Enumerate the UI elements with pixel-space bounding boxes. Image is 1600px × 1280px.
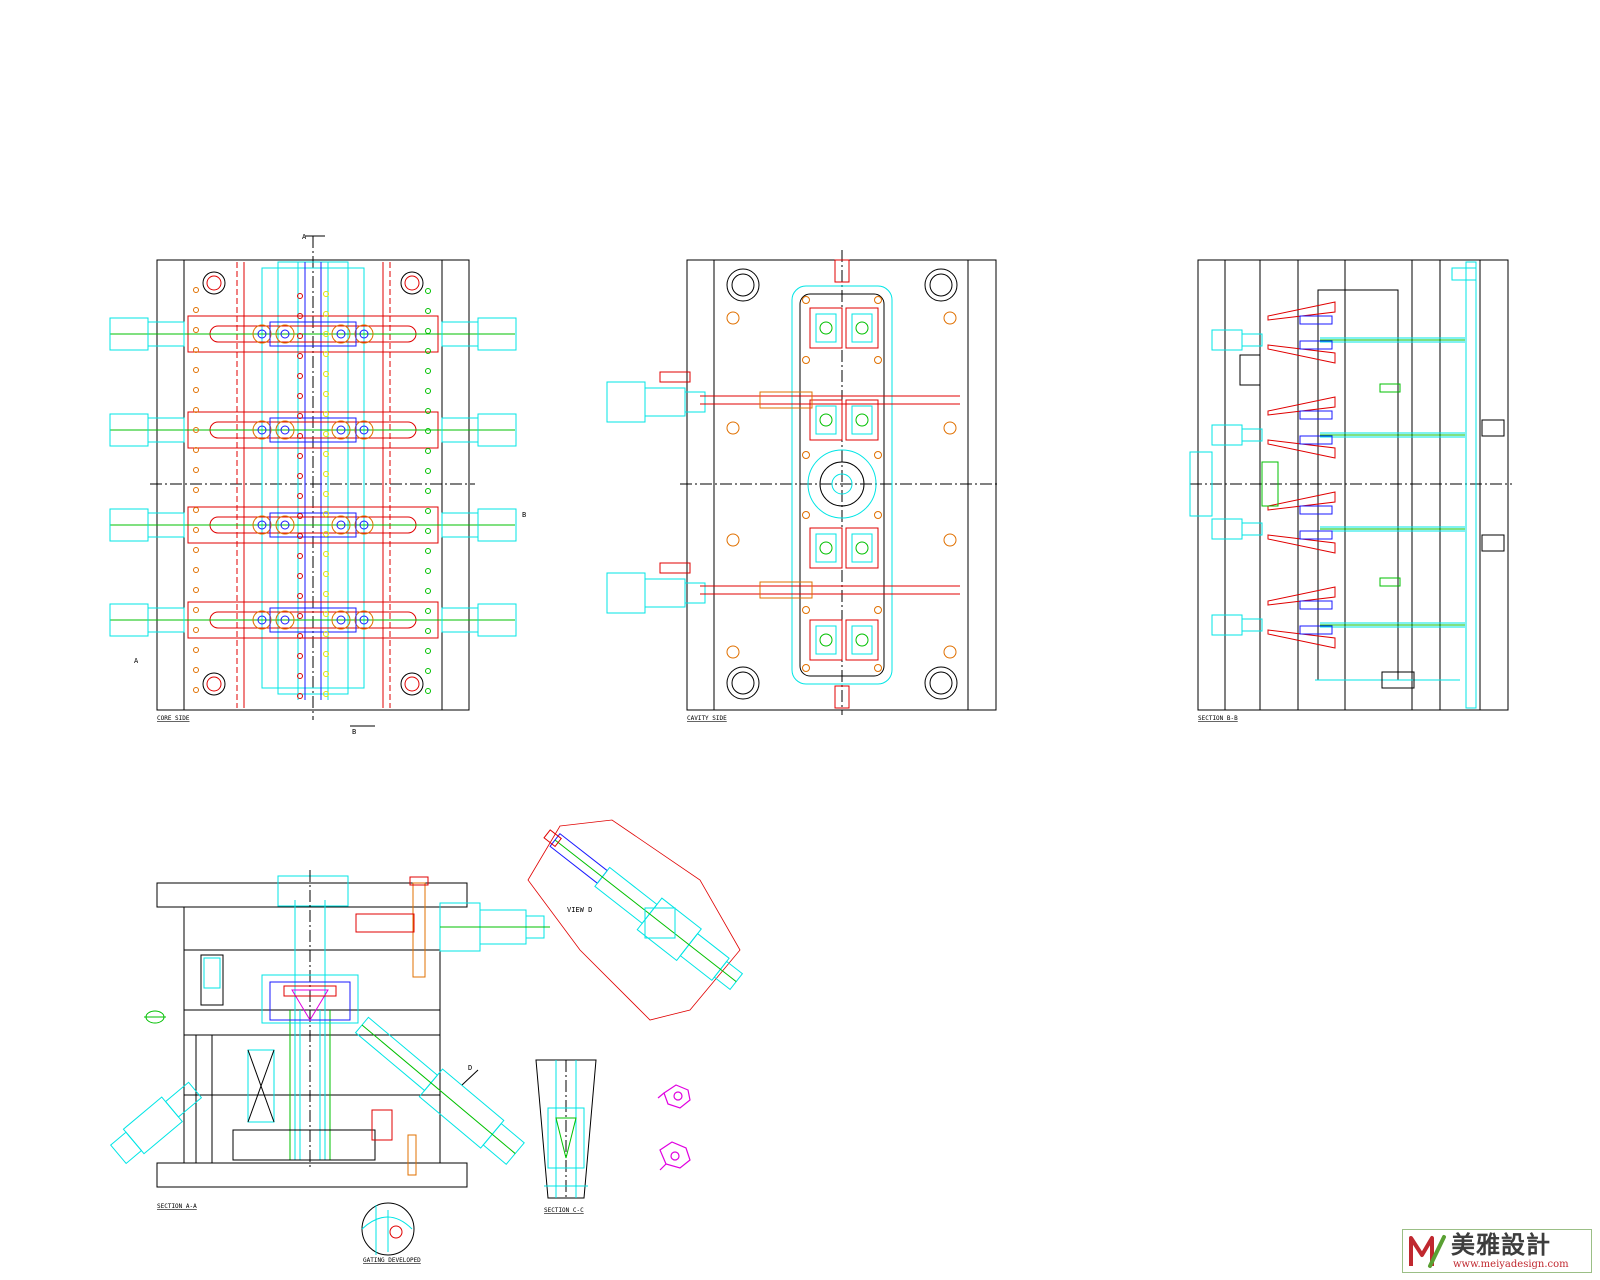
part-isometric-1: [657, 1084, 691, 1109]
meiya-m-logo-mark: [1409, 1235, 1446, 1268]
label-cavity-side: CAVITY SIDE: [687, 715, 727, 722]
label-section-a-a: SECTION A-A: [157, 1203, 197, 1210]
section-a-marker-top: A: [302, 233, 307, 241]
label-view-d: VIEW D: [567, 906, 592, 914]
logo-url: www.meiyadesign.com: [1453, 1259, 1569, 1270]
core-side-view: A B B A: [109, 233, 526, 736]
section-b-marker-right: B: [522, 511, 526, 519]
section-c-c-view: [535, 1059, 597, 1199]
label-section-b-b: SECTION B-B: [1198, 715, 1238, 722]
section-b-marker-bottom: B: [352, 728, 356, 736]
label-gating-detail: GATING DEVELOPED: [363, 1257, 421, 1264]
section-a-a-view: D: [109, 870, 550, 1188]
logo-chinese-name: 美雅設計: [1451, 1231, 1551, 1259]
part-isometric-2: [659, 1141, 691, 1171]
section-a-marker-left: A: [134, 657, 139, 665]
label-core-side: CORE SIDE: [157, 715, 190, 722]
view-d-marker: D: [468, 1064, 472, 1072]
label-section-c-c: SECTION C-C: [544, 1207, 584, 1214]
section-b-b-view: [1189, 259, 1512, 711]
gating-detail-view: [361, 1202, 415, 1256]
cavity-side-view: [606, 250, 1000, 715]
view-d-panel: [527, 819, 744, 1021]
meiya-design-logo: 美雅設計 www.meiyadesign.com: [1402, 1229, 1592, 1273]
